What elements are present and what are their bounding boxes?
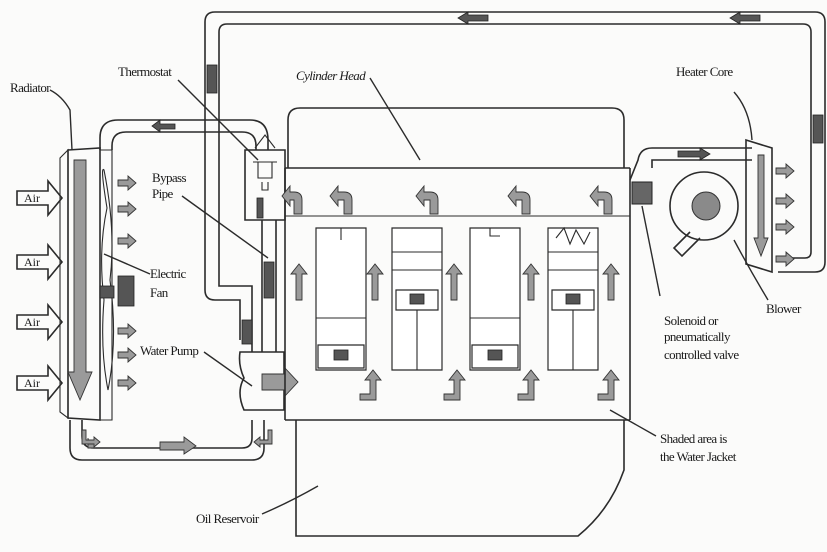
cylinder-head-label: Cylinder Head: [296, 68, 366, 83]
electric-fan-label-line1: Electric: [150, 266, 186, 281]
oil-reservoir-label: Oil Reservoir: [196, 511, 260, 526]
bottom-right-corner-arrow: [254, 430, 272, 447]
jacket-top-arrows: [282, 186, 612, 214]
cylinder-1: [316, 228, 366, 370]
bypass-marker: [264, 262, 274, 298]
oil-reservoir: [296, 420, 624, 536]
solenoid-label-line2: pneumatically: [664, 329, 731, 344]
air-label: Air: [24, 191, 40, 205]
top-pipe-flow-arrow-2: [730, 12, 760, 24]
air-inlets: Air Air Air Air: [17, 181, 62, 400]
heater-feed-arrow: [678, 148, 710, 160]
bottom-left-corner-arrow: [82, 430, 100, 447]
pump-flow-arrow: [262, 367, 298, 397]
fan-motor: [118, 276, 134, 306]
cylinder-head: [288, 108, 624, 168]
blower: [670, 172, 738, 256]
cylinder-4: [548, 228, 598, 370]
right-heater-pipe-marker: [813, 115, 823, 143]
air-label: Air: [24, 315, 40, 329]
heater-return-pipe: [205, 148, 240, 340]
electric-fan-label-line2: Fan: [150, 285, 169, 300]
solenoid-label-line3: controlled valve: [664, 347, 739, 362]
thermostat-label: Thermostat: [118, 64, 172, 79]
top-pipe-flow-arrow: [458, 12, 488, 24]
upper-return-arrow: [152, 120, 175, 132]
bypass-pipe-label-line1: Bypass: [152, 170, 187, 185]
bypass-pipe-label-line2: Pipe: [152, 186, 174, 201]
air-label: Air: [24, 255, 40, 269]
cylinder-3: [470, 228, 520, 370]
water-pump: [240, 352, 299, 410]
radiator-label: Radiator: [10, 80, 51, 95]
water-pump-label: Water Pump: [140, 343, 198, 358]
air-inlet-3: Air: [17, 305, 62, 339]
bypass-pipe: [262, 220, 276, 352]
heater-air-arrows: [776, 164, 794, 266]
bottom-return-arrow: [160, 437, 196, 454]
air-inlet-2: Air: [17, 245, 62, 279]
left-heater-pipe-marker: [207, 65, 217, 93]
solenoid-valve: [630, 148, 752, 204]
shaded-area-label-line2: the Water Jacket: [660, 449, 737, 464]
radiator-down-arrow: [68, 160, 92, 400]
cylinder-2: [392, 228, 442, 370]
solenoid-label-line1: Solenoid or: [664, 313, 719, 328]
air-label: Air: [24, 376, 40, 390]
air-inlet-1: Air: [17, 181, 62, 215]
heater-core-label: Heater Core: [676, 64, 733, 79]
shaded-area-label-line1: Shaded area is: [660, 431, 727, 446]
air-inlet-4: Air: [17, 366, 62, 400]
blower-label: Blower: [766, 301, 802, 316]
thermostat: [245, 135, 285, 220]
jacket-bottom-arrows: [360, 370, 619, 400]
